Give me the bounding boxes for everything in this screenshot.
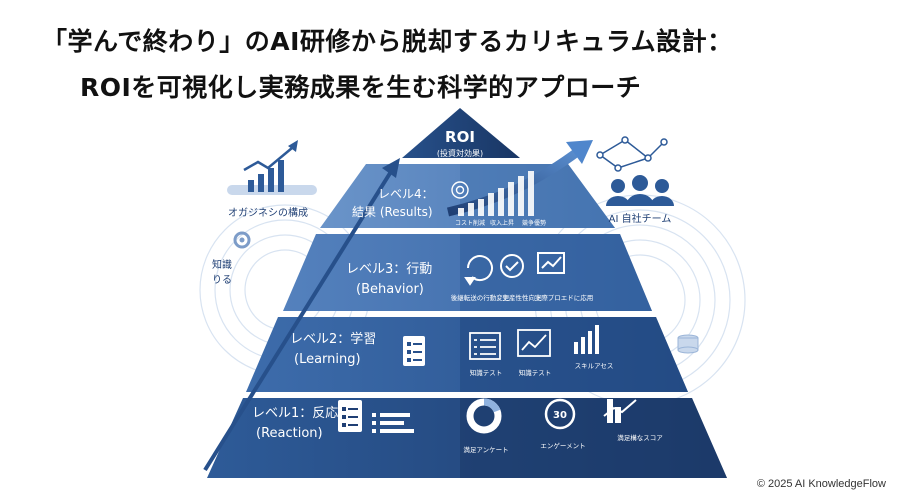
level-1-title: レベル1：反応 xyxy=(252,406,338,421)
level-4-item-2: 収入上昇 xyxy=(490,219,514,227)
knowledge-label: 知識りる xyxy=(212,258,232,286)
level-2-item-3: スキルアセス xyxy=(575,362,614,370)
level-2-name: (Learning) xyxy=(294,352,361,367)
ai-logo-icon xyxy=(451,181,469,199)
score-chart-icon xyxy=(603,399,637,423)
gear-icon xyxy=(233,231,251,249)
database-icon xyxy=(677,334,699,354)
skill-chart-icon xyxy=(574,325,599,354)
level-3-item-3: 実際プロエドに応用 xyxy=(535,293,594,302)
team-label: AI 自社チーム xyxy=(609,212,672,225)
gear-check-icon xyxy=(500,254,524,278)
roi-cap xyxy=(402,108,520,158)
team-icon xyxy=(606,175,674,206)
level-4-name: 結果 (Results) xyxy=(352,205,433,219)
results-bar-chart-icon xyxy=(458,171,534,216)
rating-bars-icon xyxy=(372,413,414,433)
level-2-title: レベル2：学習 xyxy=(290,331,376,347)
refresh-icon xyxy=(464,255,493,286)
level-4-item-1: コスト削減 xyxy=(455,219,485,227)
level-2-item-2: 知識テスト xyxy=(519,368,552,377)
org-label: オガジネシの構成 xyxy=(228,206,308,219)
engagement-gauge-icon xyxy=(544,398,576,430)
level-1-item-3: 満足構なスコア xyxy=(617,433,663,442)
level-4-item-3: 競争優勢 xyxy=(522,219,546,227)
title-line-1: 「学んで終わり」のAI研修から脱却するカリキュラム設計： xyxy=(42,27,733,56)
network-icon xyxy=(596,136,668,172)
level-3-item-2: 生産性性向上 xyxy=(503,293,543,302)
roi-label: ROI xyxy=(445,128,475,146)
title-line-2: ROIを可視化し実務成果を生む科学的アプローチ xyxy=(80,73,642,102)
checklist-icon xyxy=(469,332,501,360)
org-growth-chart-icon xyxy=(227,140,317,195)
copyright: © 2025 AI KnowledgeFlow xyxy=(756,478,886,490)
survey-clipboard-icon xyxy=(338,400,362,432)
level-3-title: レベル3：行動 xyxy=(346,262,432,277)
level-1-item-1: 満足アンケート xyxy=(463,446,508,454)
level-1-name: (Reaction) xyxy=(256,426,323,441)
level-4-title: レベル4： xyxy=(378,187,434,201)
chart-board-icon xyxy=(517,329,551,357)
presentation-icon xyxy=(537,252,565,274)
level-3-name: (Behavior) xyxy=(356,282,424,297)
level-1-item-2: エンゲーメント xyxy=(540,441,585,450)
clipboard-icon xyxy=(403,336,425,366)
level-3-item-1: 後継転送の行動変更 xyxy=(451,293,510,302)
rising-arrow-icon xyxy=(203,158,400,472)
level-2-item-1: 知識テスト xyxy=(470,368,503,377)
donut-chart-icon xyxy=(466,398,502,434)
engagement-value: 30 xyxy=(553,410,567,421)
roi-sub-label: (投資対効果) xyxy=(437,148,483,158)
